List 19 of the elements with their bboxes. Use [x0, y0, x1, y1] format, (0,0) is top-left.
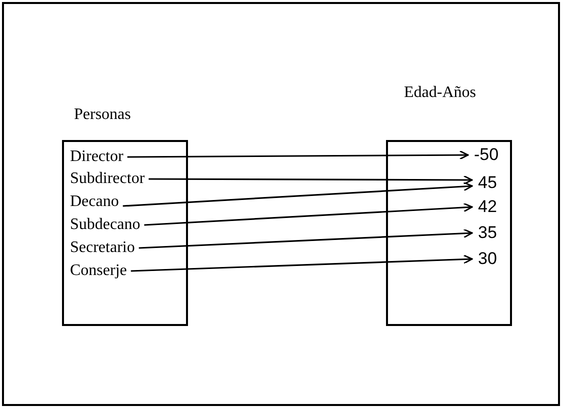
role-name: Subdecano	[70, 216, 140, 234]
age-value: 30	[478, 250, 497, 268]
column-heading: Edad-Años	[404, 84, 476, 102]
role-name: Decano	[70, 193, 119, 211]
age-value: 45	[478, 174, 497, 192]
column-heading: Personas	[74, 106, 131, 124]
age-value: 42	[478, 198, 497, 216]
age-value: 35	[478, 224, 497, 242]
age-value: -50	[474, 146, 499, 164]
arrow	[138, 228, 473, 249]
arrow	[148, 175, 473, 185]
arrow	[127, 150, 469, 160]
role-name: Conserje	[70, 262, 127, 280]
arrow	[130, 254, 473, 272]
role-name: Secretario	[70, 239, 135, 257]
role-name: Subdirector	[70, 170, 145, 188]
arrow	[144, 202, 473, 226]
role-name: Director	[70, 148, 124, 166]
arrow	[122, 182, 473, 207]
